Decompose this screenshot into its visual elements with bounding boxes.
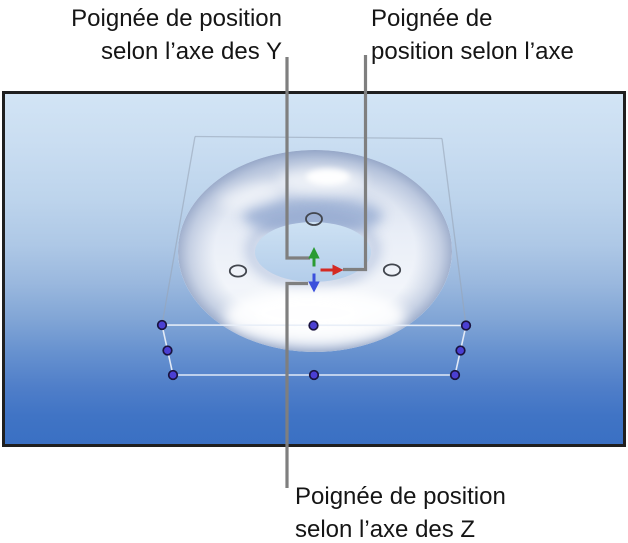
selection-handles (156, 319, 472, 381)
callout-leader-lines (285, 55, 368, 488)
callout-x-axis: Poignée de position selon l’axe (371, 2, 574, 68)
selection-handle-bottom-left[interactable] (167, 369, 179, 381)
leader-line-y-axis (285, 57, 310, 260)
y-axis-position-handle-icon[interactable] (308, 247, 320, 267)
leader-line-x-axis (343, 55, 368, 272)
selection-handle-mid-right[interactable] (455, 345, 466, 356)
scale-handle-left[interactable] (228, 264, 248, 278)
scale-handle-right[interactable] (382, 263, 402, 277)
callout-z-axis: Poignée de position selon l’axe des Z (295, 480, 506, 543)
callout-x-axis-line1: Poignée de (371, 5, 493, 32)
callout-x-axis-line2: position selon l’axe (371, 38, 574, 65)
selection-handle-bottom-center[interactable] (308, 369, 320, 381)
torus-object[interactable] (178, 150, 452, 352)
scale-handle-top[interactable] (305, 212, 323, 226)
selection-handle-mid-left[interactable] (162, 345, 173, 356)
selection-handle-top-center[interactable] (308, 320, 319, 331)
torus-shading (178, 150, 452, 352)
z-axis-position-handle-icon[interactable] (308, 273, 320, 293)
callout-y-axis: Poignée de position selon l’axe des Y (0, 2, 282, 68)
scale-handles (228, 212, 402, 278)
selection-handle-bottom-right[interactable] (449, 369, 461, 381)
leader-line-z-axis (285, 281, 308, 488)
callout-y-axis-line2: selon l’axe des Y (100, 38, 282, 65)
selection-handle-top-right[interactable] (460, 320, 472, 331)
callout-z-axis-line1: Poignée de position (295, 483, 506, 510)
x-axis-position-handle-icon[interactable] (320, 264, 344, 276)
selection-handle-top-left[interactable] (156, 319, 168, 331)
callout-z-axis-line2: selon l’axe des Z (295, 516, 476, 543)
bounding-box-back-face (161, 135, 467, 326)
callout-y-axis-line1: Poignée de position (71, 5, 282, 32)
